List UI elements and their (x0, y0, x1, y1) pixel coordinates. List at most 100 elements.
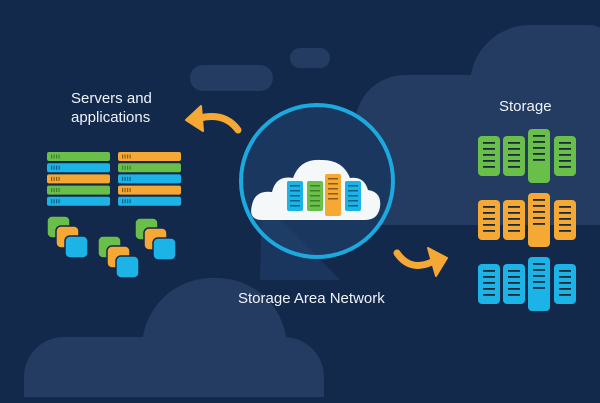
storage-slot (533, 205, 545, 207)
storage-slot (533, 211, 545, 213)
storage-slot (533, 199, 545, 201)
cloud-server-slot (348, 195, 358, 197)
storage-slot (508, 294, 520, 296)
storage-slot (508, 148, 520, 150)
cloud-server (325, 174, 341, 216)
storage-slot (533, 223, 545, 225)
storage-slot (559, 148, 571, 150)
rack-led (51, 199, 53, 204)
storage-slot (483, 288, 495, 290)
cloud-server-slot (328, 178, 338, 180)
storage-slot (559, 288, 571, 290)
storage-slot (483, 148, 495, 150)
rack-led (124, 165, 126, 170)
storage-slot (533, 153, 545, 155)
rack-led (56, 199, 58, 204)
storage-slot (559, 276, 571, 278)
cloud-server-slot (348, 200, 358, 202)
storage-slot (483, 142, 495, 144)
storage-slot (483, 224, 495, 226)
rack-bar (47, 152, 110, 161)
rack-bar (47, 163, 110, 173)
rack-led (122, 154, 124, 159)
server-rack-unit (118, 196, 181, 206)
arrow-to-servers-icon (185, 105, 242, 134)
app-stack (97, 235, 140, 279)
rack-led (122, 199, 124, 204)
server-rack-unit (47, 196, 110, 206)
storage-slot (533, 287, 545, 289)
rack-led (53, 176, 55, 181)
storage-slot (483, 218, 495, 220)
storage-slot (533, 281, 545, 283)
storage-slot (483, 154, 495, 156)
rack-bar (118, 185, 181, 195)
app-tile (152, 237, 177, 261)
cloud-server (307, 181, 323, 211)
storage-slot (483, 294, 495, 296)
cloud-server (287, 181, 303, 211)
cloud-server-slot (310, 205, 320, 207)
rack-led (127, 188, 129, 193)
storage-slot (508, 224, 520, 226)
bg-pill-top (190, 65, 273, 91)
server-rack-unit (47, 152, 110, 161)
rack-bar (118, 152, 181, 161)
cloud-server-slot (290, 195, 300, 197)
cloud-server-slot (310, 200, 320, 202)
cloud-server-slot (328, 183, 338, 185)
storage-slot (559, 218, 571, 220)
cloud-server-slot (290, 205, 300, 207)
storage-slot (483, 166, 495, 168)
rack-bar (118, 196, 181, 206)
app-stack (134, 217, 177, 261)
server-rack-unit (118, 152, 181, 161)
rack-led (122, 165, 124, 170)
storage-slot (508, 230, 520, 232)
rack-bar (47, 196, 110, 206)
arrow-head (427, 247, 448, 277)
rack-led (53, 199, 55, 204)
storage-slot (508, 142, 520, 144)
app-stack (46, 215, 89, 259)
storage-slot (508, 218, 520, 220)
circle-ring (239, 103, 395, 259)
rack-led (58, 199, 60, 204)
storage-slot (559, 270, 571, 272)
servers-label: Servers and applications (71, 89, 152, 127)
arrow-head (185, 105, 204, 132)
rack-led (58, 154, 60, 159)
rack-led (58, 188, 60, 193)
cloud-server-slot (348, 185, 358, 187)
storage-slot (508, 270, 520, 272)
arrow-shaft (393, 249, 436, 269)
rack-led (58, 165, 60, 170)
cloud-server-body (325, 174, 341, 216)
rack-led (124, 176, 126, 181)
rack-led (127, 165, 129, 170)
arrow-shaft (196, 113, 242, 134)
storage-slot (508, 288, 520, 290)
storage-slot (559, 294, 571, 296)
server-rack-unit (118, 185, 181, 195)
storage-slot (533, 135, 545, 137)
rack-led (53, 165, 55, 170)
rack-led (129, 154, 131, 159)
app-tile (64, 235, 89, 259)
storage-unit (528, 257, 550, 311)
cloud-server-slot (348, 190, 358, 192)
storage-slot (508, 282, 520, 284)
rack-led (53, 154, 55, 159)
rack-led (129, 165, 131, 170)
cloud-server-slot (310, 195, 320, 197)
rack-led (127, 176, 129, 181)
server-rack-unit (47, 185, 110, 195)
cloud-server-slot (290, 200, 300, 202)
rack-led (122, 176, 124, 181)
storage-slot (483, 276, 495, 278)
cloud-server (345, 181, 361, 211)
rack-bar (118, 163, 181, 173)
servers-label-line1: Servers and (71, 90, 152, 107)
storage-slot (533, 159, 545, 161)
rack-led (51, 165, 53, 170)
